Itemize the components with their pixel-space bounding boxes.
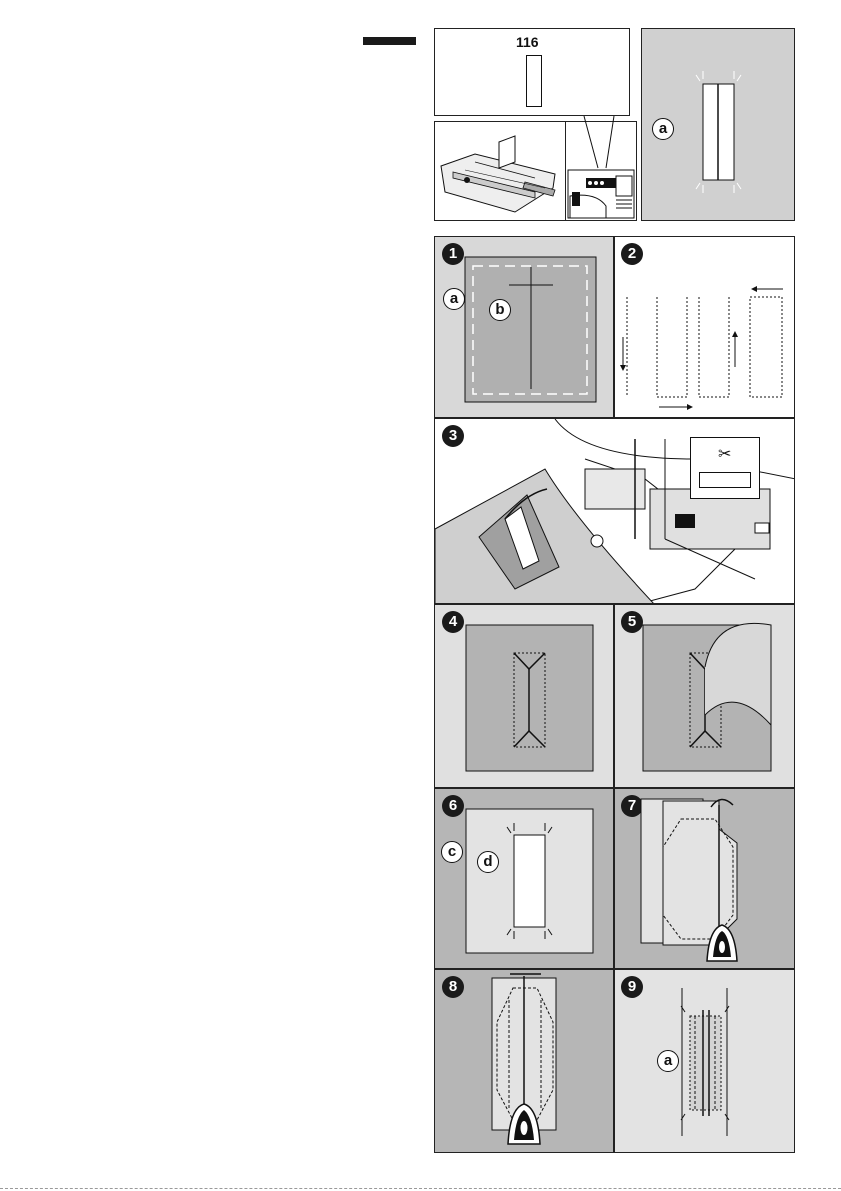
stitch-number: 116 — [516, 34, 539, 50]
scissors-callout: ✂ — [690, 437, 760, 499]
header-bar — [363, 37, 416, 45]
label-a: a — [443, 288, 465, 310]
iron-icon — [506, 1102, 542, 1146]
machine-panel — [566, 121, 637, 221]
page-cut-line — [0, 1188, 841, 1189]
step2-drawing — [615, 237, 795, 418]
step5-drawing — [615, 605, 795, 788]
step5-panel: 5 — [614, 604, 795, 788]
stitch-preview — [526, 55, 542, 107]
step8-panel: 8 — [434, 969, 614, 1153]
stitch-result-panel: a — [641, 28, 795, 221]
step9-panel: 9 a — [614, 969, 795, 1153]
step3-panel: 3 ✂ — [434, 418, 795, 604]
step9-drawing — [615, 970, 795, 1153]
buttonhole-foot-drawing — [435, 122, 566, 221]
buttonhole-foot-panel — [434, 121, 566, 221]
iron-icon — [705, 923, 739, 963]
scissors-icon: ✂ — [718, 444, 731, 464]
step4-drawing — [435, 605, 614, 788]
step6-drawing — [435, 789, 614, 969]
label-a: a — [657, 1050, 679, 1072]
label-a: a — [652, 118, 674, 140]
step1-panel: 1 a b — [434, 236, 614, 418]
step4-panel: 4 — [434, 604, 614, 788]
step6-panel: 6 c d — [434, 788, 614, 969]
label-d: d — [477, 851, 499, 873]
step7-panel: 7 — [614, 788, 795, 969]
sewing-machine-drawing — [566, 122, 637, 221]
label-b: b — [489, 299, 511, 321]
stitch-callout-panel: 116 — [434, 28, 630, 116]
label-c: c — [441, 841, 463, 863]
step1-drawing — [435, 237, 614, 418]
stitch-key — [699, 472, 751, 488]
step2-panel: 2 — [614, 236, 795, 418]
